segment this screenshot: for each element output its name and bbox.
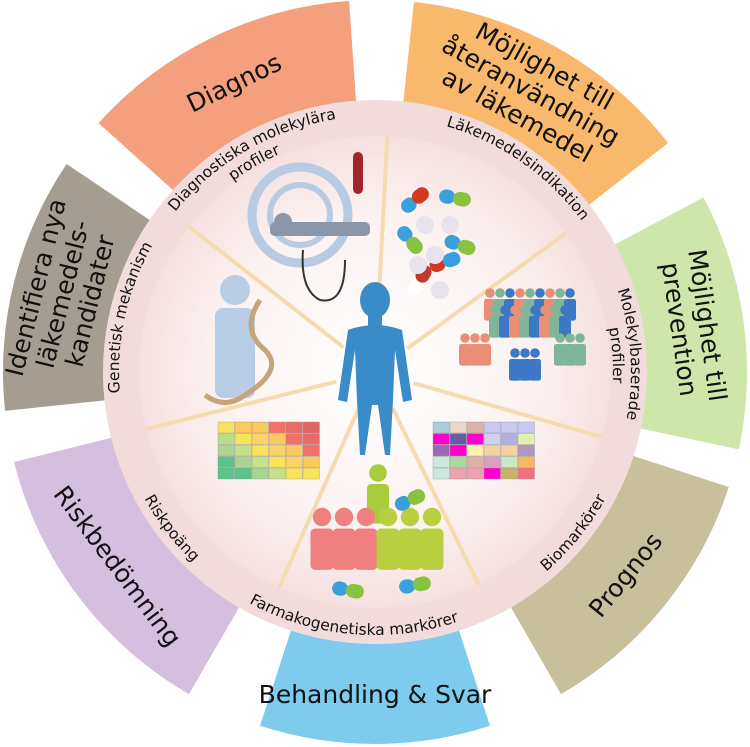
divider-line (412, 381, 603, 439)
person-icon (534, 288, 546, 321)
person-icon (559, 305, 571, 338)
person-icon (519, 348, 531, 381)
tablet-icon (426, 246, 444, 264)
person-icon (509, 305, 521, 338)
risk-heatmap-icon (217, 421, 320, 480)
blood-tube-icon (353, 152, 363, 194)
person-icon (479, 333, 491, 366)
segment-shape (260, 614, 490, 744)
pill-icon (399, 576, 431, 594)
human-figure-icon (338, 282, 412, 455)
tablet-icon (431, 281, 449, 299)
segment-treatment: Behandling & Svar (259, 614, 492, 744)
person-icon (459, 333, 471, 366)
segment-candidates: Identifiera nyaläkemedels-kandidater (0, 163, 164, 411)
segment-shape (502, 450, 729, 695)
person-icon (489, 305, 501, 338)
person-icon (332, 507, 356, 570)
pill-icon (332, 581, 364, 599)
person-icon (484, 288, 496, 321)
pill-icon (394, 489, 426, 511)
divider-line (187, 225, 345, 349)
tablet-icon (409, 256, 427, 274)
person-icon (554, 288, 566, 321)
mri-scanner-icon (247, 162, 370, 268)
person-icon (469, 333, 481, 366)
segment-shape (2, 163, 164, 411)
pill-icon (439, 189, 471, 207)
segment-shape (401, 2, 669, 216)
divider-line (390, 407, 481, 585)
pill-icon (444, 234, 476, 256)
segment-shape (98, 0, 358, 202)
segment-prognos: Prognos (502, 450, 729, 695)
divider-line (145, 379, 337, 432)
genetic-person-icon (215, 275, 255, 398)
person-icon (549, 305, 561, 338)
person-icon (564, 333, 576, 366)
person-icon (354, 507, 378, 570)
person-icon (519, 305, 531, 338)
divider-line (277, 407, 361, 589)
biomarker-heatmap-icon (432, 421, 535, 480)
tablet-icon (416, 216, 434, 234)
person-icon (310, 507, 334, 570)
person-icon (544, 288, 556, 321)
person-icon (509, 348, 521, 381)
person-icon (398, 507, 422, 570)
pill-icon (397, 226, 423, 254)
person-icon (539, 305, 551, 338)
person-icon (420, 507, 444, 570)
person-icon (504, 288, 516, 321)
person-icon (529, 348, 541, 381)
stethoscope-icon (301, 249, 346, 302)
segment-diagnos: Diagnos (98, 0, 358, 202)
person-icon (376, 507, 400, 570)
segment-shape (14, 433, 248, 695)
person-icon (494, 288, 506, 321)
inner-label-line: profiler (605, 326, 627, 385)
person-icon (499, 305, 511, 338)
dna-icon (203, 298, 275, 405)
person-icon (514, 288, 526, 321)
segment-label-line: Behandling & Svar (259, 680, 492, 709)
person-icon (574, 333, 586, 366)
illustrations (203, 152, 586, 599)
person-icon (524, 288, 536, 321)
pill-icon (401, 187, 429, 213)
inner-label-text: profiler (605, 326, 627, 385)
person-icon (554, 333, 566, 366)
person-icon (564, 288, 576, 321)
segment-label: Behandling & Svar (259, 680, 492, 709)
person-icon (529, 305, 541, 338)
tablet-icon (441, 216, 459, 234)
